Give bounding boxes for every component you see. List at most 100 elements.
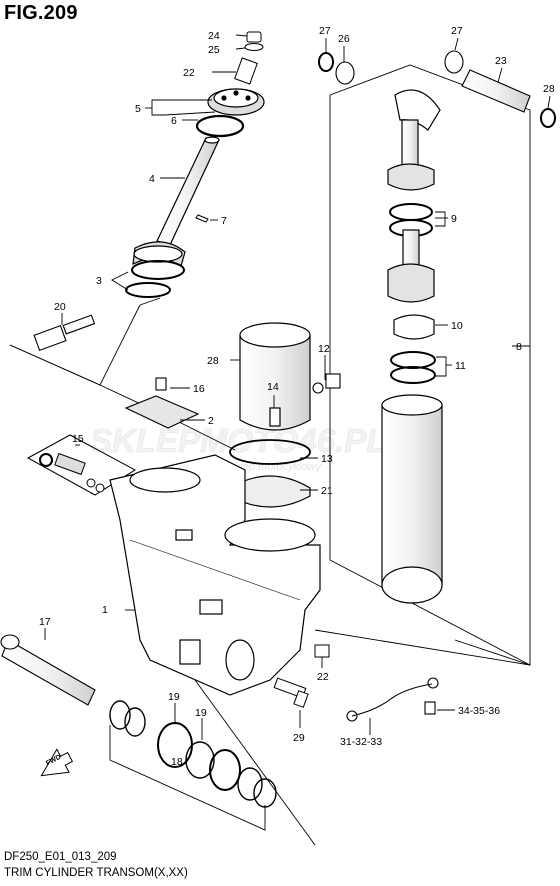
bushings-part-18 <box>109 700 277 831</box>
part-6-oring <box>195 114 245 138</box>
part-14-screw <box>269 407 281 427</box>
cylinder-part-8 <box>381 89 443 604</box>
part-4-rod-top <box>204 136 220 144</box>
callout-14: 14 <box>267 381 279 393</box>
part-3-ring-1 <box>131 260 185 280</box>
part-11-ring-2 <box>390 366 436 384</box>
part-28-oring-right <box>540 108 556 128</box>
part-8-cylinder-top <box>381 394 443 416</box>
leader-26 <box>235 47 246 50</box>
valve-part-15 <box>26 434 136 496</box>
part-25-cap <box>246 31 262 43</box>
pin-part-17 <box>0 634 96 706</box>
callout-7: 7 <box>221 215 227 227</box>
part-1-slot-2 <box>199 599 223 615</box>
part-24-pin <box>461 69 531 113</box>
callout-2: 2 <box>208 415 214 427</box>
callout-labels: 24 25 22 5 6 4 7 3 20 16 2 15 28 14 13 2… <box>39 25 555 768</box>
part-11-ring-1 <box>390 351 436 369</box>
part-10-seal <box>393 314 435 340</box>
part-15-frame <box>26 434 136 496</box>
leader-5b <box>164 111 216 116</box>
callout-16: 16 <box>193 383 205 395</box>
part-1-detail-line <box>129 539 301 601</box>
part-1-left-bore <box>129 467 201 493</box>
part-31-eyelet-1 <box>346 710 358 722</box>
leader-5-bracket <box>151 99 165 116</box>
part-23-stud <box>234 57 258 85</box>
rod-part-4 <box>132 136 220 267</box>
leader-3 <box>111 271 129 291</box>
callout-27-right: 27 <box>451 25 463 37</box>
part-30-body <box>239 334 311 431</box>
part-5-cap-inner <box>213 88 259 108</box>
part-20-thread <box>62 314 96 335</box>
callout-4: 4 <box>149 173 155 185</box>
callout-17: 17 <box>39 616 51 628</box>
part-18-bushing-1 <box>109 700 131 730</box>
leader-24 <box>497 67 503 83</box>
part-18-bracket <box>109 725 266 831</box>
bushing-set-27 <box>318 50 556 128</box>
part-15-ring <box>39 453 53 467</box>
part-5-hole-3 <box>233 90 239 96</box>
part-29-head <box>293 690 309 708</box>
part-15-spool <box>54 452 86 476</box>
leader-lines <box>44 34 551 740</box>
part-26-washer <box>244 43 264 51</box>
housing-part-1 <box>109 454 321 696</box>
callout-22: 22 <box>317 671 329 683</box>
callout-23: 22 <box>183 67 195 79</box>
watermark-brand: SKLEPMOTO46.PL <box>90 422 386 459</box>
part-20-body <box>33 324 67 352</box>
callout-19-right: 19 <box>195 707 207 719</box>
callout-27-left: 26 <box>338 33 350 45</box>
part-31-eyelet-2 <box>427 677 439 689</box>
part-18-bushing-3 <box>185 741 215 779</box>
part-8-cylinder-eye <box>381 566 443 604</box>
part-27-bushing-right <box>444 50 464 74</box>
part-1-top-bore <box>224 518 316 552</box>
callout-11: 11 <box>455 360 466 372</box>
callout-28-right: 28 <box>543 83 555 95</box>
reservoir-part-30 <box>229 322 311 508</box>
plate-part-2 <box>124 377 200 429</box>
figure-title: FIG.209 <box>4 2 78 24</box>
bolt-part-12 <box>312 373 341 394</box>
part-5-hole-1 <box>221 95 227 101</box>
part-7-pin <box>195 214 209 223</box>
cap-assembly-5 <box>195 88 265 138</box>
diagram-caption: TRIM CYLINDER TRANSOM(X,XX) <box>4 867 188 879</box>
part-21-ring <box>229 475 311 508</box>
diagram-code: DF250_E01_013_209 <box>4 851 117 863</box>
callout-18: 18 <box>171 756 183 768</box>
part-4-rod-body <box>156 137 219 246</box>
part-30-top <box>239 322 311 348</box>
part-5-hole-2 <box>245 95 251 101</box>
leader-25 <box>235 34 248 37</box>
callout-29: 29 <box>293 732 305 744</box>
valve-part-20 <box>33 314 96 352</box>
callout-6: 6 <box>171 115 177 127</box>
callout-12: 12 <box>318 343 330 355</box>
assembly-frame-1 <box>9 297 316 846</box>
fwd-arrow-icon <box>40 748 74 777</box>
cable-part-31 <box>346 677 439 722</box>
part-1-side-bore <box>225 639 255 681</box>
part-15-seal <box>95 483 105 493</box>
callout-15: 15 <box>72 433 84 445</box>
frame-leader-3b <box>139 297 161 306</box>
part-18-bushing-2 <box>124 707 146 737</box>
callout-30: 28 <box>207 355 219 367</box>
rings-part-3 <box>125 260 185 298</box>
part-16-bolt <box>155 377 167 391</box>
part-8-piston <box>387 263 435 303</box>
callout-24: 23 <box>495 55 507 67</box>
leader-27b <box>454 37 459 51</box>
callout-34-35-36: 34-35-36 <box>458 705 500 717</box>
callout-10: 10 <box>451 320 463 332</box>
callout-20: 20 <box>54 301 66 313</box>
callout-31-32-33: 31-32-33 <box>340 736 382 748</box>
part-17-pin-body <box>1 639 96 706</box>
leader-9-bracket <box>435 211 446 227</box>
